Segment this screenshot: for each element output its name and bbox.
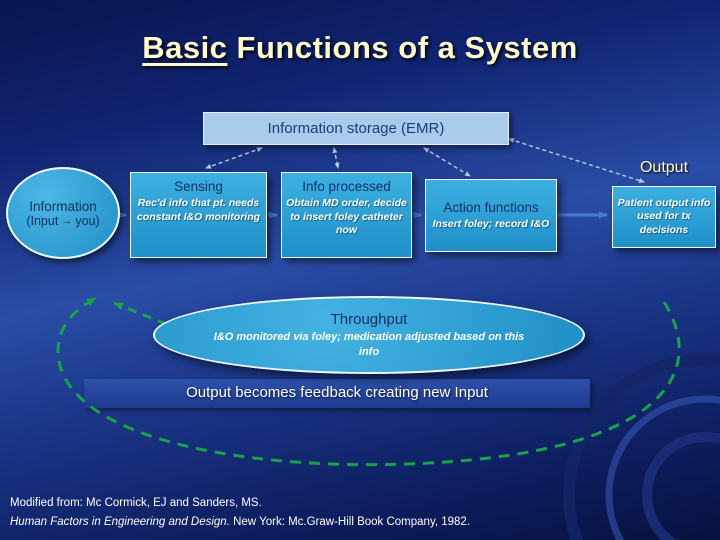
- throughput-ellipse: Throughput I&O monitored via foley; medi…: [153, 296, 585, 374]
- throughput-title: Throughput: [330, 311, 408, 329]
- swirl-circle: [605, 395, 720, 540]
- sensing-box: Sensing Rec'd info that pt. needs consta…: [130, 172, 267, 258]
- input-node-line2: (Input → you): [26, 214, 99, 228]
- slide-title: Basic Functions of a System: [0, 30, 720, 66]
- info-processed-box: Info processed Obtain MD order, decide t…: [281, 172, 412, 258]
- connector-storage-to-action: [423, 147, 471, 177]
- sensing-body: Rec'd info that pt. needs constant I&O m…: [136, 197, 261, 223]
- sensing-title: Sensing: [174, 179, 223, 194]
- input-node-line2-pre: (Input: [26, 213, 59, 228]
- info-processed-body: Obtain MD order, decide to insert foley …: [286, 197, 407, 237]
- connector-storage-to-sensing: [205, 147, 263, 169]
- information-storage-box: Information storage (EMR): [203, 112, 509, 145]
- citation-line1: Modified from: Mc Cormick, EJ and Sander…: [10, 497, 262, 509]
- swirl-circle: [563, 353, 720, 540]
- input-node-ellipse: Information (Input → you): [6, 167, 120, 259]
- title-rest: Functions of a System: [227, 30, 578, 65]
- title-underlined-word: Basic: [142, 30, 228, 65]
- information-storage-label: Information storage (EMR): [267, 120, 445, 137]
- input-node-line2-post: you): [75, 213, 100, 228]
- input-node-line1: Information: [29, 198, 97, 214]
- output-box: Patient output info used for tx decision…: [612, 186, 716, 248]
- swirl-circle: [642, 432, 720, 540]
- action-functions-title: Action functions: [443, 199, 539, 215]
- throughput-body: I&O monitored via foley; medication adju…: [213, 331, 525, 358]
- small-arrow-icon: →: [61, 214, 73, 227]
- action-functions-body: Insert foley; record I&O: [432, 217, 550, 230]
- output-body: Patient output info used for tx decision…: [617, 196, 711, 236]
- citation-line2: Human Factors in Engineering and Design.…: [10, 516, 470, 528]
- connector-storage-to-processed: [332, 147, 340, 169]
- action-functions-box: Action functions Insert foley; record I&…: [425, 179, 557, 252]
- feedback-branch-arrow: [113, 301, 167, 326]
- feedback-caption: Output becomes feedback creating new Inp…: [186, 384, 488, 401]
- info-processed-title: Info processed: [302, 179, 391, 194]
- output-label: Output: [639, 159, 689, 176]
- citation-publisher: New York: Mc.Graw-Hill Book Company, 198…: [233, 516, 471, 528]
- citation-work-title: Human Factors in Engineering and Design.: [10, 516, 230, 528]
